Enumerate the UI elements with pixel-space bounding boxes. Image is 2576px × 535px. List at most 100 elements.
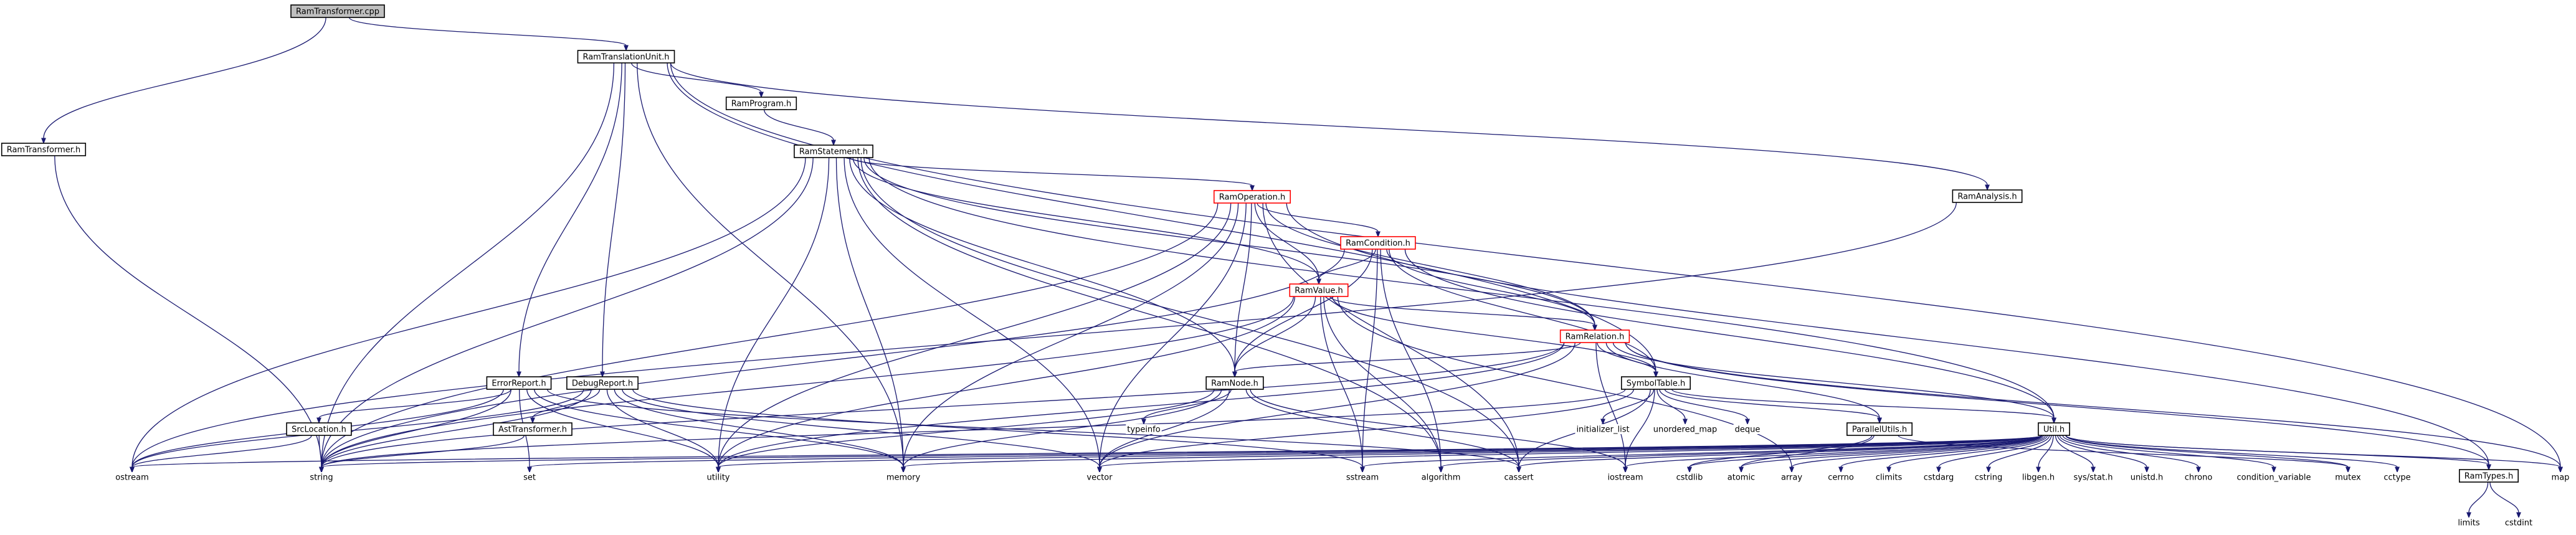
node-util-h[interactable]: Util.h xyxy=(2038,422,2070,436)
node-array: array xyxy=(1779,472,1804,483)
node-box xyxy=(486,376,552,390)
node-label: RamAnalysis.h xyxy=(1957,192,2017,202)
node-box xyxy=(1922,472,1956,482)
node-box xyxy=(1340,236,1416,250)
edge-n-rcondition-to-n-ramnode xyxy=(1232,249,1373,378)
node-label: mutex xyxy=(2335,473,2361,483)
arrowhead xyxy=(316,417,321,424)
node-box xyxy=(1606,472,1645,482)
arrowhead xyxy=(319,466,324,473)
node-label: unordered_map xyxy=(1653,425,1718,435)
edge-n-rvalue-to-n-ramnode xyxy=(1232,296,1316,378)
node-ramrelation-h[interactable]: RamRelation.h xyxy=(1559,329,1630,343)
node-atomic: atomic xyxy=(1726,472,1757,483)
node-ramstatement-h[interactable]: RamStatement.h xyxy=(794,144,873,158)
node-label: cctype xyxy=(2384,473,2410,483)
edge-n-ramnode-to-s-cassert xyxy=(1245,389,1521,473)
node-ramcondition-h[interactable]: RamCondition.h xyxy=(1340,236,1416,250)
arrowhead xyxy=(2516,512,2521,519)
node-map: map xyxy=(2550,472,2571,483)
edge-n-symboltable-to-n-parallelutils xyxy=(1664,389,1882,424)
edge-n-symboltable-to-n-util xyxy=(1671,389,2056,424)
node-ramoperation-h[interactable]: RamOperation.h xyxy=(1213,190,1291,204)
node-memory: memory xyxy=(885,472,922,483)
edge-n-rprogram-to-n-rstatement xyxy=(763,109,836,146)
node-algorithm: algorithm xyxy=(1420,472,1462,483)
node-unordered-map: unordered_map xyxy=(1652,424,1719,435)
edge-n-roperation-to-s-vector xyxy=(1097,202,1247,473)
edge-n-rstatement-to-n-rvalue xyxy=(852,157,1321,285)
node-errorreport-h[interactable]: ErrorReport.h xyxy=(486,376,552,390)
node-label: limits xyxy=(2458,519,2480,528)
edge-n-util-to-s-atomic xyxy=(1739,435,2043,473)
edge-n-root-to-n-rtransformer xyxy=(41,17,326,144)
node-label: memory xyxy=(886,473,921,483)
arrowhead xyxy=(2271,466,2276,473)
arrowhead xyxy=(1141,419,1146,425)
node-cerrno: cerrno xyxy=(1827,472,1855,483)
arrowhead xyxy=(759,92,764,98)
node-ramnode-h[interactable]: RamNode.h xyxy=(1205,376,1264,390)
node-box xyxy=(1726,472,1757,482)
node-ramtranslationunit-h[interactable]: RamTranslationUnit.h xyxy=(577,50,675,64)
edge-n-ramtypes-to-s-limits xyxy=(2466,481,2489,519)
node-box xyxy=(1289,283,1349,297)
node-ramtypes-h[interactable]: RamTypes.h xyxy=(2459,469,2519,483)
node-ramvalue-h[interactable]: RamValue.h xyxy=(1289,283,1349,297)
node-vector: vector xyxy=(1085,472,1114,483)
node-label: unistd.h xyxy=(2131,473,2164,483)
edge-n-roperation-to-n-rcondition xyxy=(1257,202,1381,238)
node-box xyxy=(1,143,87,156)
edge-n-rtu-to-n-debugreport xyxy=(600,62,626,378)
node-cstdint: cstdint xyxy=(2503,518,2534,528)
node-box xyxy=(522,472,537,482)
node-cctype: cctype xyxy=(2382,472,2412,483)
node-ramanalysis-h[interactable]: RamAnalysis.h xyxy=(1952,189,2023,203)
node-ramtransformer-cpp[interactable]: RamTransformer.cpp xyxy=(290,4,385,18)
node-ramprogram-h[interactable]: RamProgram.h xyxy=(725,97,797,110)
edge-n-util-to-s-set xyxy=(527,435,2043,473)
node-asttransformer-h[interactable]: AstTransformer.h xyxy=(493,422,573,436)
node-label: sstream xyxy=(1346,473,1379,483)
node-label: RamNode.h xyxy=(1211,379,1258,389)
node-label: SymbolTable.h xyxy=(1627,379,1685,389)
edge-n-rtu-to-s-string xyxy=(319,62,615,473)
edge-n-rstatement-to-n-roperation xyxy=(850,157,1255,192)
node-srclocation-h[interactable]: SrcLocation.h xyxy=(286,422,352,436)
node-parallelutils-h[interactable]: ParallelUtils.h xyxy=(1846,422,1913,436)
edge-n-errorreport-to-n-srclocation xyxy=(316,389,511,424)
node-condition-variable: condition_variable xyxy=(2235,472,2312,483)
node-label: ParallelUtils.h xyxy=(1852,425,1907,435)
arrowhead xyxy=(527,466,532,473)
node-box xyxy=(1126,424,1162,434)
node-ramtransformer-h[interactable]: RamTransformer.h xyxy=(1,143,87,156)
node-box xyxy=(2072,472,2114,482)
node-label: RamTranslationUnit.h xyxy=(582,53,669,62)
edge-n-ramnode-to-s-typeinfo xyxy=(1141,389,1232,425)
node-label: ostream xyxy=(115,473,149,483)
node-box xyxy=(2503,518,2534,528)
node-debugreport-h[interactable]: DebugReport.h xyxy=(566,376,639,390)
node-libgen-h: libgen.h xyxy=(2020,472,2056,483)
node-label: utility xyxy=(707,473,730,483)
node-label: RamProgram.h xyxy=(731,100,792,109)
arrowhead xyxy=(1516,466,1521,473)
arrowhead xyxy=(2051,417,2056,424)
node-label: climits xyxy=(1876,473,1903,483)
edge-n-rvalue-to-n-rrelation xyxy=(1329,296,1597,331)
node-box xyxy=(2550,472,2571,482)
arrowhead xyxy=(1360,466,1365,473)
node-symboltable-h[interactable]: SymbolTable.h xyxy=(1620,376,1691,390)
arrowhead xyxy=(1623,466,1628,473)
edge-n-util-to-s-cstring xyxy=(1986,435,2052,473)
node-label: RamStatement.h xyxy=(799,148,868,157)
arrowhead xyxy=(1316,278,1321,285)
edge-n-rstatement-to-s-utility xyxy=(716,157,830,473)
node-typeinfo: typeinfo xyxy=(1126,424,1162,435)
edge-n-util-to-s-cassert xyxy=(1516,435,2043,473)
arrowhead xyxy=(2486,464,2491,471)
node-label: deque xyxy=(1735,425,1761,435)
node-label: SrcLocation.h xyxy=(292,425,346,435)
node-label: cstdint xyxy=(2505,519,2532,528)
node-ostream: ostream xyxy=(114,472,150,483)
